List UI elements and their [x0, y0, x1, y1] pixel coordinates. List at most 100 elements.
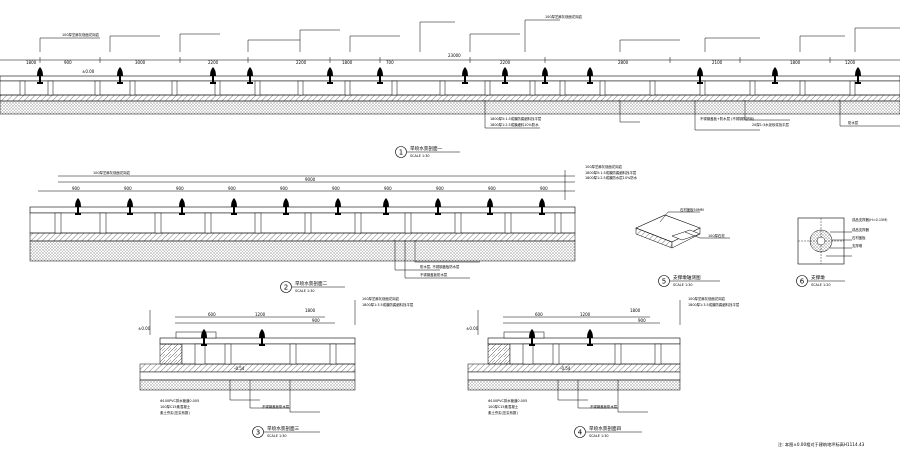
section1-note: 1800厚5:1.5成膜防腐细料找平层 [490, 116, 542, 121]
dim-label: 900 [540, 186, 548, 191]
section2-note: 不锈钢盖板防水层 [420, 272, 448, 277]
section2-top-note-2: 100厚芝麻灰烧面花岗岩 [585, 164, 623, 169]
dim-label: 900 [176, 186, 184, 191]
section2-note: 防水层, 不锈钢盖板防水层 [420, 264, 460, 269]
detail-6: 成品支撑器(H=0.15M) 成品支撑器 石材盖板 支撑墩 6 支撑墩 SCAL… [796, 217, 888, 287]
dim-label: 900 [488, 186, 496, 191]
section4-note: 不锈钢盖板防水层 [590, 404, 618, 409]
dim-label: 2200 [296, 60, 307, 65]
footnote: 注: 本图±0.00相对于建筑地坪标高H1114.43 [778, 441, 865, 448]
section2-top-note: 100厚芝麻灰烧面花岗岩 [93, 170, 131, 175]
section1-dim-ticks [39, 57, 831, 63]
section1-top-leaders [39, 19, 900, 52]
dim-label: 1800 [305, 308, 316, 313]
section2-note: 1800厚1:2.5成膜防水层10%防水 [585, 175, 638, 180]
dim-label: 900 [72, 186, 80, 191]
section3-supports [194, 343, 337, 365]
section3-note: 素土夯实(压实系数) [160, 410, 190, 415]
section1-note: 20厚1:3水泥砂浆找平层 [752, 122, 790, 127]
section4-scale: SCALE 1:30 [589, 434, 609, 438]
detail6-title: 支撑墩 [811, 274, 825, 281]
dim-label: 900 [64, 60, 72, 65]
section1-note: 不锈钢盖板+防水层 (不锈钢防护网) [700, 116, 755, 121]
dim-label: 900 [228, 186, 236, 191]
detail5-note: 石材盖板50MM [680, 207, 704, 212]
dim-label: 900 [332, 186, 340, 191]
detail6-number: 6 [800, 278, 805, 286]
section1-bottom-leaders [484, 100, 900, 131]
section4-number: 4 [578, 429, 583, 437]
dim-label: 900 [124, 186, 132, 191]
section-4: 600 1200 1800 900 ±0.00 -0.54 100厚芝麻灰烧面花… [466, 296, 740, 438]
section2-dims: 900 900 900 900 900 900 900 900 900 900 [72, 186, 548, 191]
dim-label: 900 [384, 186, 392, 191]
section4-note: 素土夯实(压实系数) [488, 410, 518, 415]
dim-label: 2800 [618, 60, 629, 65]
section1-scale: SCALE 1:30 [410, 154, 430, 158]
section3-note: 100厚芝麻灰烧面花岗岩 [362, 296, 400, 301]
dim-label: 900 [638, 318, 646, 323]
dim-label: 1800 [342, 60, 353, 65]
section3-level: ±0.00 [138, 326, 151, 331]
dim-label: 1200 [845, 60, 856, 65]
detail6-note: 成品支撑器(H=0.15M) [852, 217, 888, 222]
detail6-note: 石材盖板 [852, 235, 866, 240]
section1-level: ±0.00 [82, 69, 95, 74]
dim-label: 900 [280, 186, 288, 191]
section1-number: 1 [399, 149, 403, 157]
section2-scale: SCALE 1:30 [295, 289, 315, 293]
detail5-title: 支撑墩轴测图 [673, 274, 701, 281]
section2-supports [54, 212, 562, 234]
dim-label: 600 [208, 312, 216, 317]
section4-note: 1800厚1:3.5成膜防腐细料找平层 [688, 302, 740, 307]
dim-label: 1200 [580, 312, 591, 317]
section3-note: 不锈钢盖板防水层 [262, 404, 290, 409]
dim-label: 2100 [712, 60, 723, 65]
section3-note: 1800厚1:3.5成膜防腐细料找平层 [362, 302, 414, 307]
section1-title: 旱喷水景剖面一 [410, 145, 443, 152]
dim-label: 1200 [255, 312, 266, 317]
section-2: 100厚芝麻灰烧面花岗岩 100厚芝麻灰烧面花岗岩 9000 900 900 9… [29, 164, 638, 293]
section1-note: 防水层 [848, 120, 859, 125]
dim-label: 23000 [448, 53, 461, 58]
detail-5: 石材盖板50MM 100厚石材 5 支撑墩轴测图 SCALE 1:30 [635, 207, 730, 287]
section2-note: 1800厚5:1.5成膜防腐细料找平层 [585, 170, 637, 175]
section-3: 600 1200 1800 900 ±0.00 -0.54 100厚芝麻灰烧面花… [138, 296, 414, 438]
section3-title: 旱喷水景剖面三 [267, 425, 300, 432]
dim-label: 900 [312, 318, 320, 323]
dim-label: 3000 [135, 60, 146, 65]
dim-label: 1800 [790, 60, 801, 65]
section2-total: 9000 [305, 177, 316, 182]
dim-label: 600 [535, 312, 543, 317]
dim-label: 900 [436, 186, 444, 191]
section3-scale: SCALE 1:30 [267, 434, 287, 438]
dim-label: 1800 [630, 308, 641, 313]
section4-note: 100厚芝麻灰烧面花岗岩 [688, 296, 726, 301]
detail5-number: 5 [662, 278, 666, 286]
section2-number: 2 [284, 284, 288, 292]
detail5-note: 100厚石材 [708, 233, 725, 238]
section4-title: 旱喷水景剖面四 [589, 425, 622, 432]
detail6-note: 支撑墩 [852, 243, 863, 248]
detail6-scale: SCALE 1:20 [811, 283, 831, 287]
section1-top-note-2: 100厚芝麻灰烧面花岗岩 [545, 14, 583, 19]
section2-leaders [394, 170, 566, 279]
section4-level: ±0.00 [466, 326, 479, 331]
section-1: 100厚芝麻灰烧面花岗岩 100厚芝麻灰烧面花岗岩 1800 900 3000 … [0, 14, 900, 158]
dim-label: 2200 [208, 60, 219, 65]
detail6-note: 成品支撑器 [852, 227, 870, 232]
section3-number: 3 [256, 429, 260, 437]
section3-note: Φ100PVC排水管道0.005 [160, 398, 199, 403]
dim-label: 700 [386, 60, 394, 65]
section4-leaders [557, 300, 681, 413]
section4-supports [522, 343, 662, 365]
section4-note: Φ100PVC排水管道0.005 [488, 398, 527, 403]
section1-supports [19, 80, 856, 96]
dim-label: 1800 [26, 60, 37, 65]
section3-note: 100厚C15素混凝土 [160, 404, 191, 409]
section1-dims: 1800 900 3000 2200 2200 1800 700 23000 2… [26, 53, 856, 65]
section1-top-note: 100厚芝麻灰烧面花岗岩 [62, 32, 100, 37]
section3-leaders [229, 300, 356, 413]
detail5-scale: SCALE 1:30 [673, 283, 693, 287]
